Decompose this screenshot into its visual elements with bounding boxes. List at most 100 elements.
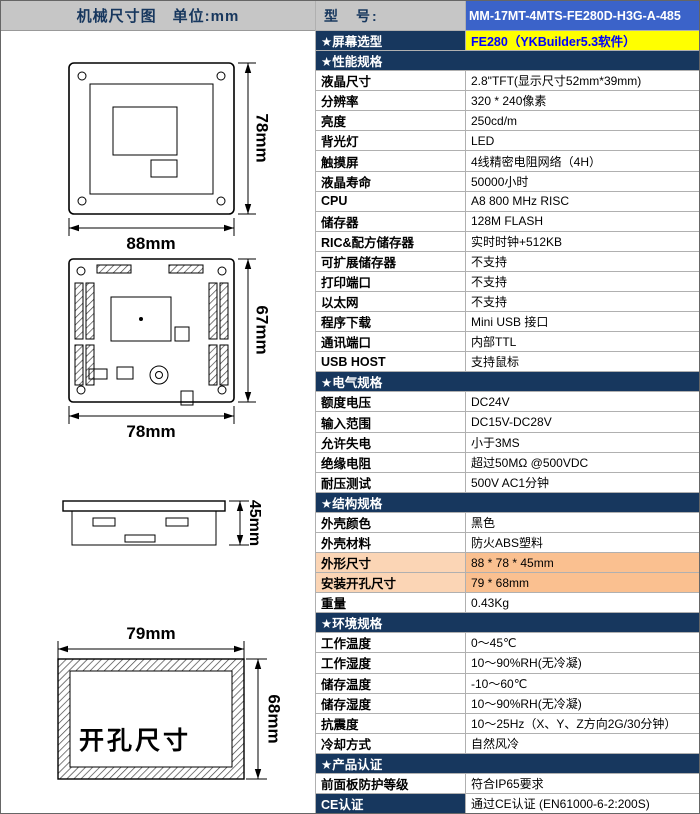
spec-label: 额度电压 xyxy=(316,392,466,412)
diagram-area: 78mm 88mm xyxy=(1,31,315,813)
spec-value: 小于3MS xyxy=(471,435,520,450)
spec-row: 通讯端口内部TTL xyxy=(316,332,699,353)
spec-row: 工作湿度 10～90%RH(无冷凝) xyxy=(316,653,699,674)
spec-value: 自然风冷 xyxy=(471,736,520,751)
spec-value: 符合IP65要求 xyxy=(471,776,544,791)
spec-label: 工作湿度 xyxy=(316,653,466,673)
spec-value: 实时时钟+512KB xyxy=(471,234,563,249)
spec-label: 可扩展储存器 xyxy=(316,251,466,271)
spec-label: ★屏幕选型 xyxy=(316,31,466,51)
spec-row: CPU A8 800 MHz RISC xyxy=(316,191,699,212)
mechanical-title: 机械尺寸图 单位:mm xyxy=(76,8,240,25)
spec-row: 耐压测试 500V AC1分钟 xyxy=(316,472,699,493)
spec-label: 允许失电 xyxy=(316,432,466,452)
spec-row: 抗震度 10～25Hz（X、Y、Z方向2G/30分钟） xyxy=(316,713,699,734)
spec-label: 工作温度 xyxy=(316,633,466,653)
section-row: ★性能规格 xyxy=(316,51,699,72)
spec-value: 88 * 78 * 45mm xyxy=(466,553,699,573)
spec-row: 打印端口不支持 xyxy=(316,271,699,293)
spec-label: 耐压测试 xyxy=(316,472,466,492)
spec-label: 通讯端口 xyxy=(316,332,466,352)
spec-row: 工作温度 0～45℃ xyxy=(316,633,699,654)
spec-label: USB HOST xyxy=(316,352,466,372)
spec-label: 储存温度 xyxy=(316,673,466,693)
spec-label: 液晶寿命 xyxy=(316,171,466,191)
spec-label: 亮度 xyxy=(316,111,466,131)
spec-label: 输入范围 xyxy=(316,412,466,432)
front-view xyxy=(68,62,235,215)
spec-value: DC15V-DC28V xyxy=(471,415,552,430)
spec-row: 背光灯 LED xyxy=(316,131,699,152)
spec-value: 支持鼠标 xyxy=(471,355,520,370)
spec-label: 外壳颜色 xyxy=(316,512,466,532)
spec-value: FE280（YKBuilder5.3软件） xyxy=(466,31,699,51)
spec-label: RIC&配方储存器 xyxy=(316,231,466,251)
front-width-label: 88mm xyxy=(126,234,175,253)
spec-label: 以太网 xyxy=(316,292,466,312)
front-dimensions xyxy=(68,62,256,236)
spec-row: CE认证通过CE认证 (EN61000-6-2:200S) xyxy=(316,793,699,813)
spec-row: 外壳材料防火ABS塑料 xyxy=(316,532,699,554)
section-label: ★性能规格 xyxy=(316,51,699,71)
spec-value: 2.8"TFT(显示尺寸52mm*39mm) xyxy=(471,74,642,89)
spec-value: 防火ABS塑料 xyxy=(471,535,544,550)
spec-value: 0.43Kg xyxy=(471,595,510,610)
spec-row: RIC&配方储存器实时时钟+512KB xyxy=(316,231,699,252)
spec-value: 10～25Hz（X、Y、Z方向2G/30分钟） xyxy=(471,716,677,731)
spec-row: 液晶尺寸 2.8"TFT(显示尺寸52mm*39mm) xyxy=(316,71,699,92)
spec-label: CPU xyxy=(316,191,466,211)
spec-value: 79 * 68mm xyxy=(466,573,699,593)
side-dimensions xyxy=(229,500,249,546)
spec-value: DC24V xyxy=(471,394,510,409)
spec-row: USB HOST 支持鼠标 xyxy=(316,352,699,373)
spec-label: 抗震度 xyxy=(316,713,466,733)
spec-value: 黑色 xyxy=(471,515,496,530)
spec-row: 储存温度-10～60℃ xyxy=(316,673,699,694)
spec-value: 0～45℃ xyxy=(471,636,517,651)
cutout-height-label: 68mm xyxy=(265,694,284,743)
back-dimensions xyxy=(68,258,256,424)
spec-label: 外形尺寸 xyxy=(316,553,466,573)
spec-row: 可扩展储存器不支持 xyxy=(316,251,699,272)
spec-label: 触摸屏 xyxy=(316,151,466,171)
mechanical-panel: 机械尺寸图 单位:mm xyxy=(1,1,316,813)
spec-row: 绝缘电阻超过50MΩ @500VDC xyxy=(316,452,699,473)
spec-value: 超过50MΩ @500VDC xyxy=(471,455,589,470)
section-label: ★环境规格 xyxy=(316,613,699,633)
section-label: ★产品认证 xyxy=(316,753,699,773)
spec-value: A8 800 MHz RISC xyxy=(471,194,570,209)
spec-panel: 型 号: MM-17MT-4MTS-FE280D-H3G-A-485 ★屏幕选型… xyxy=(316,1,699,813)
spec-label: 液晶尺寸 xyxy=(316,71,466,91)
spec-value: 10～90%RH(无冷凝) xyxy=(471,656,582,671)
spec-label: CE认证 xyxy=(316,793,466,813)
spec-row: 冷却方式自然风冷 xyxy=(316,733,699,754)
spec-value: 50000小时 xyxy=(471,174,529,189)
model-label: 型 号: xyxy=(316,1,466,30)
section-row: ★产品认证 xyxy=(316,753,699,774)
spec-value: 不支持 xyxy=(471,254,508,269)
side-view xyxy=(62,500,226,546)
section-label: ★电气规格 xyxy=(316,372,699,392)
spec-row: 亮度 250cd/m xyxy=(316,111,699,132)
spec-value: 320 * 240像素 xyxy=(471,94,547,109)
spec-label: 背光灯 xyxy=(316,131,466,151)
spec-value: 500V AC1分钟 xyxy=(471,475,550,490)
spec-value: LED xyxy=(471,133,495,148)
spec-row: 输入范围 DC15V-DC28V xyxy=(316,412,699,433)
spec-value: 128M FLASH xyxy=(471,214,544,229)
model-header-row: 型 号: MM-17MT-4MTS-FE280D-H3G-A-485 xyxy=(316,1,699,31)
front-height-label: 78mm xyxy=(253,113,272,162)
spec-value: 10～90%RH(无冷凝) xyxy=(471,696,582,711)
section-row: ★结构规格 xyxy=(316,492,699,513)
spec-row: 以太网不支持 xyxy=(316,292,699,313)
spec-value: 250cd/m xyxy=(471,113,518,128)
back-width-label: 78mm xyxy=(126,422,175,441)
